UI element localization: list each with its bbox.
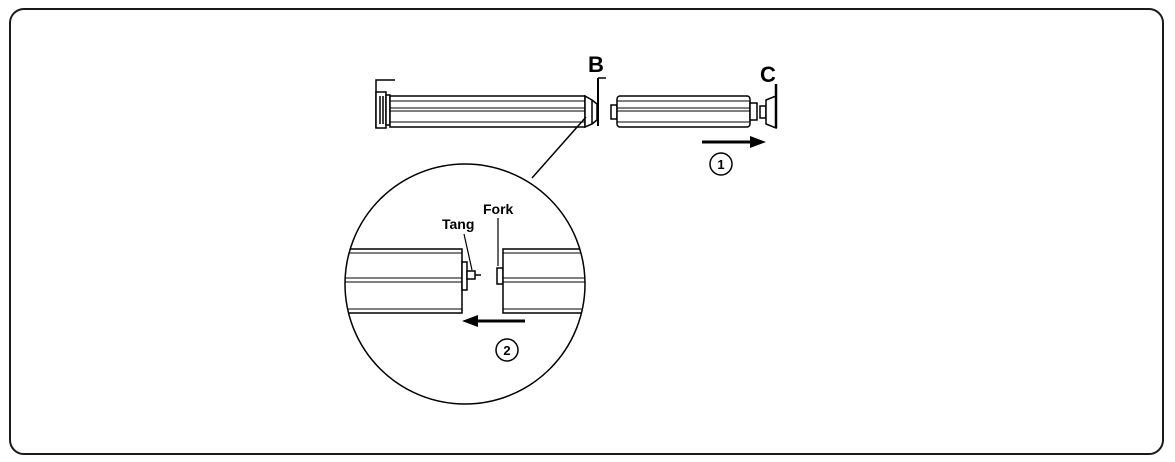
label-c: C — [760, 62, 776, 87]
arrow-2 — [462, 315, 525, 327]
left-end-cap — [375, 91, 387, 129]
step-2-circle — [495, 338, 519, 362]
step-1-label: 1 — [717, 157, 724, 172]
arrow-1 — [702, 136, 766, 148]
fork — [496, 267, 504, 285]
detail-left-tube — [345, 248, 463, 314]
detail-right-tube — [502, 248, 585, 314]
step-2-label: 2 — [503, 343, 510, 358]
idler-pin — [759, 105, 767, 119]
diagram-frame — [9, 8, 1164, 455]
left-tube-end-cap — [584, 94, 593, 129]
tang-leader — [463, 233, 473, 271]
detail-view — [345, 248, 585, 314]
idler-end-cap — [765, 94, 777, 130]
label-fork: Fork — [483, 201, 514, 217]
right-tube-end-fork — [610, 104, 618, 120]
right-tube-assembly — [610, 84, 778, 130]
tang — [466, 270, 476, 280]
detail-circle-outline — [344, 163, 586, 405]
left-tube-assembly — [375, 77, 606, 129]
label-b: B — [588, 52, 604, 77]
label-tang: Tang — [442, 216, 474, 232]
step-1-circle — [709, 152, 733, 176]
detail-leader-line — [531, 116, 587, 179]
